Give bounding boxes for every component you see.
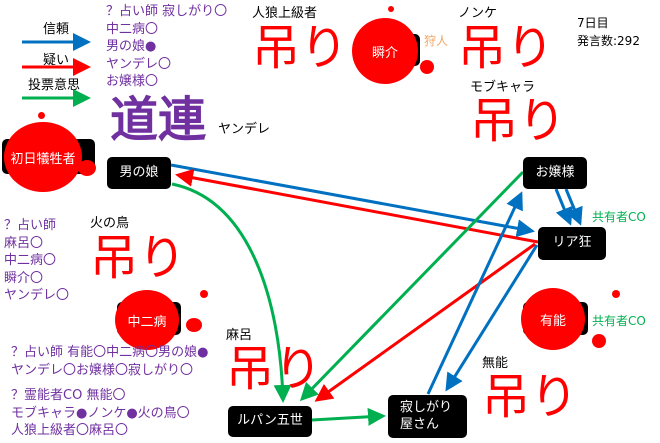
trust-arrow [445, 244, 539, 392]
dead-munou: 無能 [482, 356, 509, 371]
node-riakyou[interactable]: リア狂 [538, 227, 606, 260]
hang-mark: 吊り [252, 20, 349, 76]
trust-arrow [426, 191, 523, 395]
hang-mark: 吊り [482, 369, 579, 425]
node-otokonoko[interactable]: 男の娘 [107, 157, 171, 189]
dead-maro: 麻呂 [226, 328, 253, 343]
dead-nonke: ノンケ [458, 6, 498, 21]
seer-note-2: ？占い師 麻呂〇 中二病〇 瞬介〇 ヤンデレ〇 [4, 218, 70, 303]
co-label: 共有者CO [592, 314, 646, 328]
legend-vote-label: 投票意思 [28, 78, 81, 93]
hang-mark: 吊り [90, 230, 187, 286]
doubt-arrow [314, 242, 536, 402]
trust-arrow [170, 163, 535, 238]
seer-note-3: ？占い師 有能〇中二病〇男の娘● ヤンデレ〇お嬢様〇寂しがり〇 [11, 345, 209, 378]
node-sabishigari[interactable]: 寂しがり 屋さん [388, 395, 467, 438]
doubt-arrow [175, 168, 539, 244]
dead-mobu: モブキャラ [470, 80, 536, 95]
vote-arrow [311, 407, 386, 426]
node-chuunibyou[interactable]: 中二病 [115, 290, 179, 350]
michizure-mark: 道連 [110, 92, 207, 148]
legend-doubt-label: 疑い [43, 53, 70, 68]
dead-jinro: 人狼上級者 [252, 6, 318, 21]
hang-mark: 吊り [458, 20, 555, 76]
vote-arrow [299, 170, 525, 402]
trust-arrow [564, 188, 583, 226]
dead-hinotori: 火の鳥 [90, 216, 130, 231]
seer-note-1: ？占い師 寂しがり〇 中二病〇 男の娘● ヤンデレ〇 お嬢様〇 [106, 4, 228, 89]
legend-trust-label: 信頼 [43, 22, 70, 37]
dead-yandere: ヤンデレ [218, 122, 271, 137]
vote-arrow [171, 182, 292, 403]
day-label: 7日目 [577, 16, 609, 30]
node-lupin[interactable]: ルパン五世 [228, 406, 312, 437]
node-yuunou[interactable]: 有能 [521, 288, 585, 350]
hang-mark: 吊り [470, 93, 567, 149]
hang-mark: 吊り [226, 341, 323, 397]
node-ojousama[interactable]: お嬢様 [523, 157, 587, 189]
hunter-label: 狩人 [424, 34, 449, 48]
post-count: 発言数:292 [577, 34, 640, 48]
node-first-victim[interactable]: 初日犠牲者 [4, 122, 82, 192]
node-shunsuke[interactable]: 瞬介 [352, 18, 418, 84]
medium-note: ？霊能者CO 無能〇 モブキャラ●ノンケ●火の鳥〇 人狼上級者〇麻呂〇 [11, 388, 190, 438]
co-label: 共有者CO [592, 210, 646, 224]
